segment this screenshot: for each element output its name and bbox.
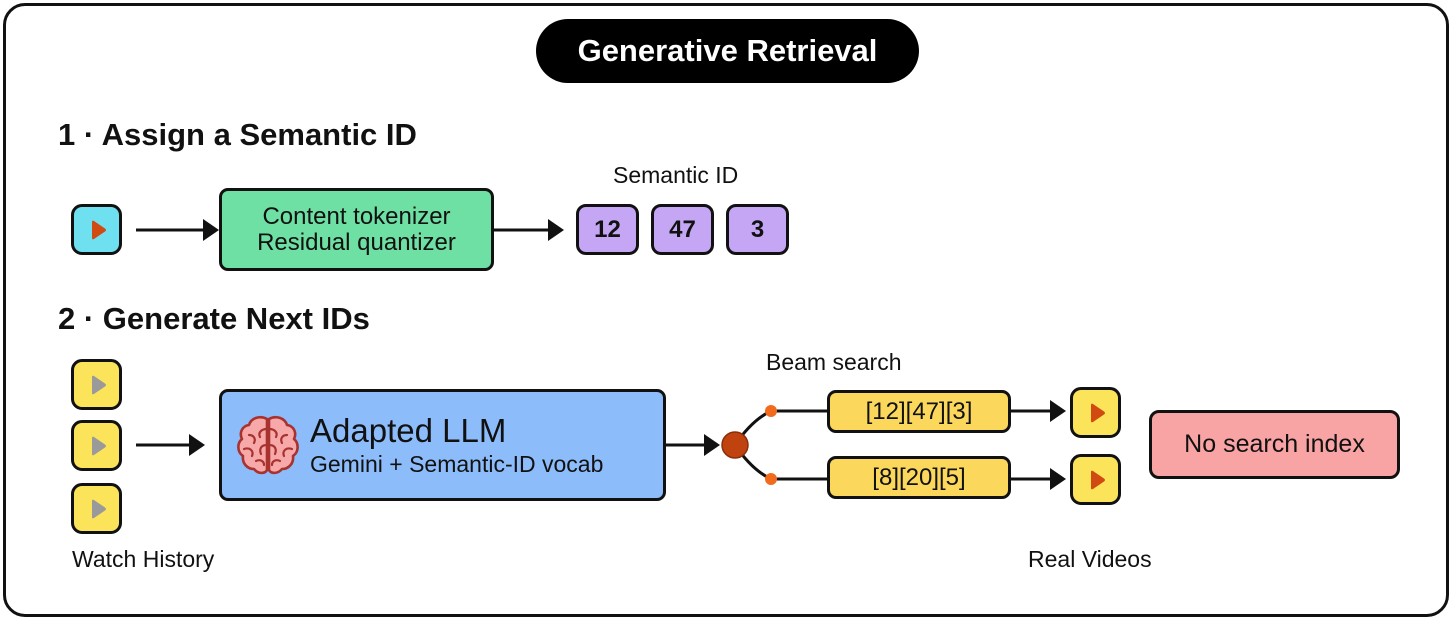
beam-branch-top (733, 409, 827, 446)
adapted-llm-box: Adapted LLM Gemini + Semantic-ID vocab (219, 389, 666, 501)
section-1-heading: 1 · Assign a Semantic ID (58, 117, 417, 152)
semantic-id-label: Semantic ID (613, 162, 739, 188)
beam-root-node (721, 431, 749, 459)
history-video-icon (71, 420, 122, 471)
section-2-heading: 2 · Generate Next IDs (58, 301, 370, 336)
arrowhead (704, 434, 720, 456)
semantic-id-chip: 47 (651, 204, 714, 255)
tokenizer-line-2: Residual quantizer (257, 228, 456, 256)
arrowhead (1050, 468, 1066, 490)
tokenizer-line-1: Content tokenizer (262, 202, 451, 230)
diagram-frame (3, 3, 1449, 617)
brain-icon (234, 411, 302, 479)
real-video-icon (1070, 387, 1121, 438)
llm-subtitle: Gemini + Semantic-ID vocab (310, 451, 604, 477)
arrowhead (1050, 400, 1066, 422)
history-video-icon (71, 483, 122, 534)
semantic-id-chip: 3 (726, 204, 789, 255)
llm-title: Adapted LLM (310, 412, 507, 449)
arrowhead (203, 219, 219, 241)
semantic-id-chip: 12 (576, 204, 639, 255)
content-tokenizer-box: Content tokenizer Residual quantizer (219, 188, 494, 271)
arrowhead (189, 434, 205, 456)
beam-branch-bottom (733, 444, 827, 481)
history-video-icon (71, 359, 122, 410)
arrowhead (548, 219, 564, 241)
real-video-icon (1070, 454, 1121, 505)
beam-candidate-box: [12][47][3] (827, 390, 1011, 433)
input-video-icon (71, 204, 122, 255)
beam-leaf-node (765, 405, 777, 417)
real-videos-label: Real Videos (1028, 546, 1152, 572)
no-search-index-box: No search index (1149, 410, 1400, 479)
watch-history-label: Watch History (72, 546, 215, 572)
beam-candidate-box: [8][20][5] (827, 456, 1011, 499)
page-title: Generative Retrieval (536, 19, 919, 83)
beam-leaf-node (765, 473, 777, 485)
beam-search-label: Beam search (766, 349, 902, 375)
